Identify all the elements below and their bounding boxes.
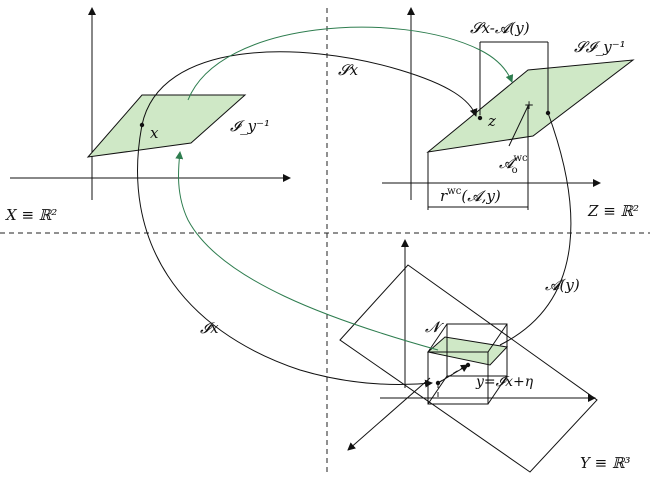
y-space-label: Y ≡ ℝ³ [580, 454, 631, 472]
S-I-inv-label: 𝓢𝓘_y⁻¹ [574, 38, 626, 56]
I-x-label: 𝓘x [200, 319, 219, 337]
A-wc-plus-mark: + [524, 98, 534, 112]
N-label: 𝓝 [425, 318, 444, 336]
Ix-point-dot [435, 380, 441, 386]
A-y-label: 𝓐(y) [545, 276, 580, 294]
z-point-dot [477, 115, 483, 121]
inv-I-label: 𝓘_y⁻¹ [230, 117, 270, 135]
z-space-plane [426, 59, 635, 153]
sx-minus-a-label: 𝓢x-𝓐(y) [470, 19, 530, 37]
S-map-curve [141, 51, 478, 126]
I-inv-green-curve [175, 151, 439, 351]
z-point-label: z [487, 112, 496, 130]
noise-box-edge-2 [487, 323, 508, 353]
I-map-curve [137, 124, 433, 388]
noise-arrow [437, 364, 469, 384]
S-I-inv-green-curve [187, 26, 514, 101]
x-space-panel: x 𝓘_y⁻¹ X ≡ ℝ² [5, 7, 291, 224]
x-space-plane [86, 94, 247, 158]
noise-box-edge-4 [427, 375, 448, 405]
A-wc-pointer [508, 105, 529, 147]
x-space-label: X ≡ ℝ² [5, 206, 57, 224]
noise-box-front [427, 351, 489, 405]
y-point-dot [465, 362, 471, 368]
y-space-panel: 𝓝 y=𝓘x+η 𝓐(y) Y ≡ ℝ³ [339, 239, 631, 473]
x-point-label: x [150, 124, 159, 142]
S-x-label: 𝓢x [338, 61, 359, 79]
y-equation-label: y=𝓘x+η [475, 374, 534, 390]
noise-box-edge-1 [427, 323, 448, 353]
noise-box-back [446, 323, 508, 377]
A-y-curve [499, 112, 572, 346]
y-space-depth-axis [347, 377, 431, 451]
z-space-label: Z ≡ ℝ² [587, 202, 639, 220]
y-space-plane [339, 264, 598, 473]
noise-box-edge-3 [487, 375, 508, 405]
r-wc-label: rwc(𝓐,y) [440, 186, 501, 205]
